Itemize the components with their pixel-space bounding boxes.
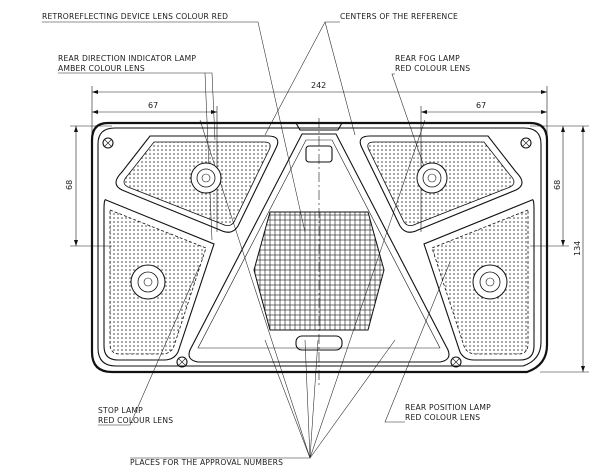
lamp-housing [90, 121, 549, 374]
screw-icon [520, 137, 532, 149]
label-fog-line2: RED COLOUR LENS [395, 64, 470, 73]
screw-icon [102, 137, 114, 149]
screw-icon [176, 356, 188, 368]
dimension-lines [70, 86, 589, 385]
position-lamp [423, 199, 535, 361]
direction-indicator-lamp [115, 135, 279, 233]
label-position-line2: RED COLOUR LENS [405, 413, 480, 422]
label-stop-line1: STOP LAMP [98, 406, 143, 415]
label-fog-line1: REAR FOG LAMP [395, 54, 460, 63]
retroreflector-triangle [188, 133, 450, 363]
reference-slot [305, 145, 333, 163]
label-direction-line2: AMBER COLOUR LENS [58, 64, 145, 73]
label-position-line1: REAR POSITION LAMP [405, 403, 491, 412]
label-retroreflecting: RETROREFLECTING DEVICE LENS COLOUR RED [42, 12, 228, 21]
fog-lamp [359, 135, 523, 233]
dim-right-lamp-height: 68 [553, 180, 562, 190]
label-centers: CENTERS OF THE REFERENCE [340, 12, 458, 21]
dim-left-lamp-width: 67 [148, 101, 158, 110]
screw-holes [102, 137, 532, 368]
approval-number-slot [295, 335, 343, 351]
screw-icon [450, 356, 462, 368]
dim-right-lamp-width: 67 [476, 101, 486, 110]
label-approval: PLACES FOR THE APPROVAL NUMBERS [130, 458, 283, 467]
label-stop-line2: RED COLOUR LENS [98, 416, 173, 425]
leader-lines [42, 21, 451, 459]
dim-left-lamp-height: 68 [65, 180, 74, 190]
stop-lamp [103, 199, 215, 361]
label-direction-line1: REAR DIRECTION INDICATOR LAMP [58, 54, 196, 63]
dim-overall-height: 134 [573, 241, 582, 256]
dim-overall-width: 242 [311, 81, 326, 90]
